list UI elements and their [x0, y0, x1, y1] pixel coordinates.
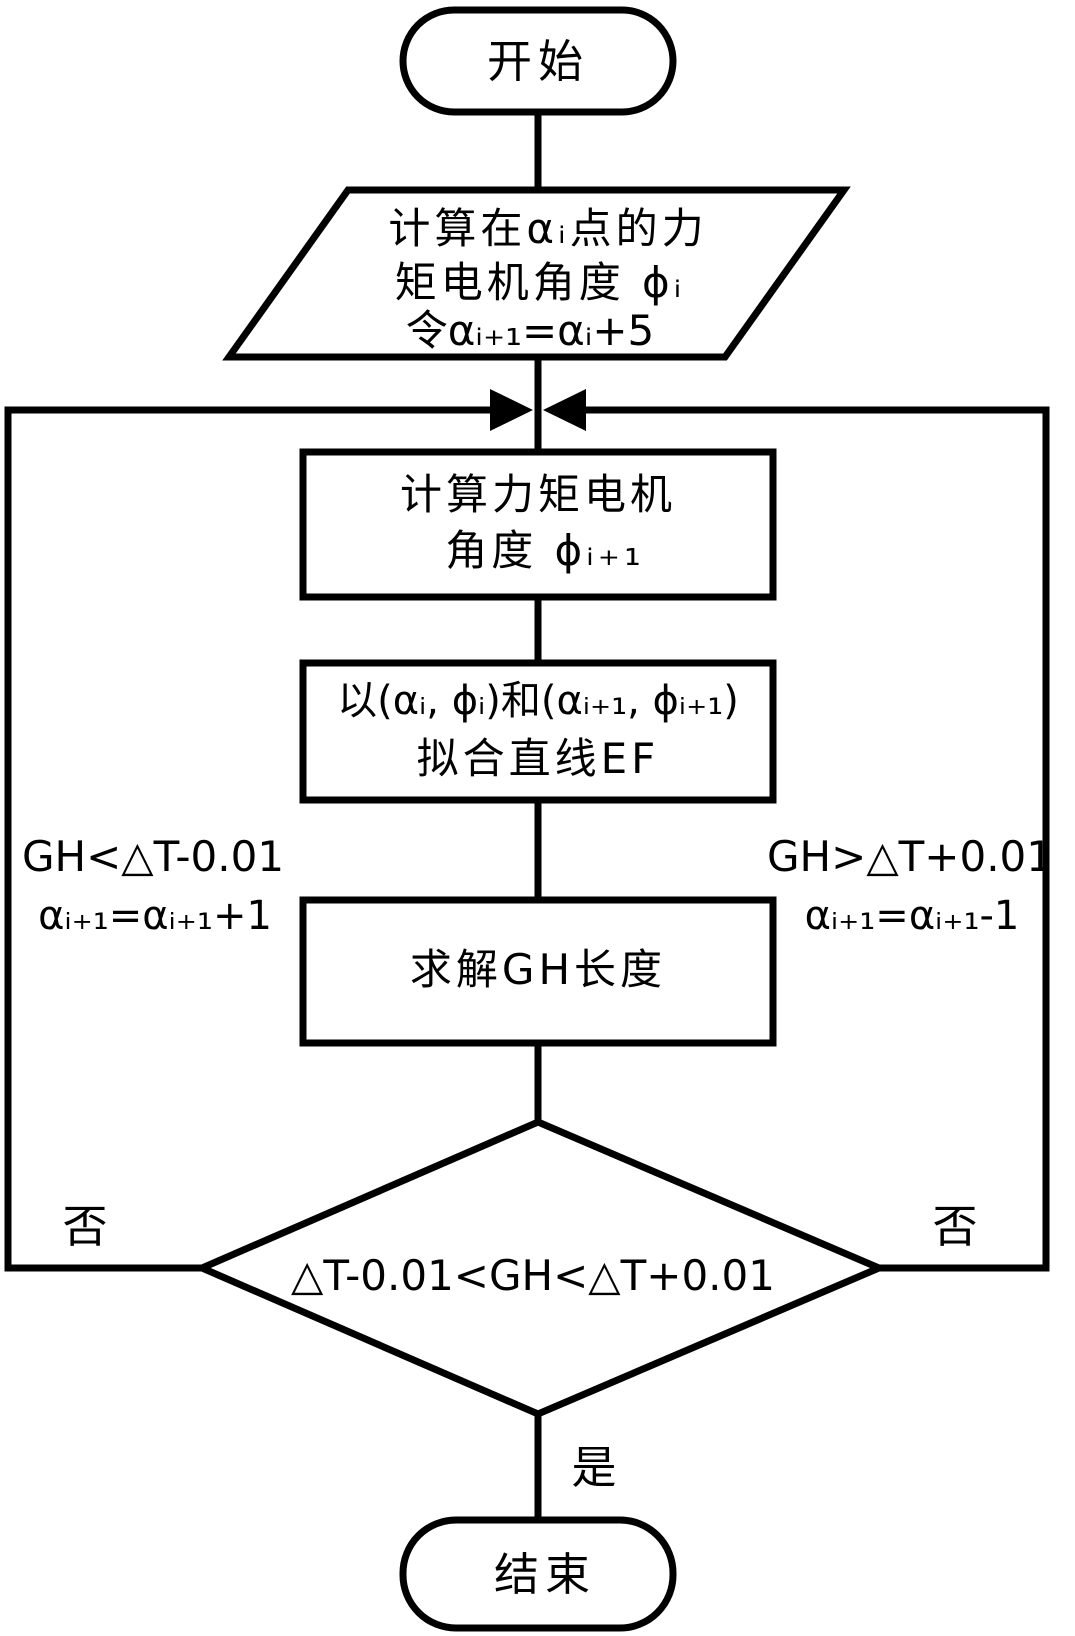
start-node-label: 开始 [486, 35, 590, 89]
input-node-line1: 计算在αᵢ点的力 [388, 203, 708, 253]
loop-right-feedback-line [586, 406, 1050, 1272]
end-node-label: 结束 [493, 1548, 597, 1602]
edge-label-no-right: 否 [932, 1200, 978, 1254]
right-branch-action: αᵢ₊₁=αᵢ₊₁-1 [804, 893, 1020, 939]
process2-line1: 以(αᵢ, ϕᵢ)和(αᵢ₊₁, ϕᵢ₊₁) [337, 678, 739, 724]
process1-line1: 计算力矩电机 [399, 469, 677, 519]
merge-arrowhead-right-icon [543, 389, 586, 431]
end-terminator-shape [399, 1516, 677, 1632]
edge-label-yes: 是 [571, 1441, 617, 1495]
input-node-line2: 矩电机角度 ϕᵢ [394, 257, 686, 307]
right-branch-condition: GH>△T+0.01 [767, 831, 1053, 881]
left-branch-action: αᵢ₊₁=αᵢ₊₁+1 [38, 893, 272, 939]
edge-label-no-left: 否 [62, 1200, 108, 1254]
merge-arrowhead-left-icon [490, 389, 533, 431]
process2-line2: 拟合直线EF [416, 733, 660, 783]
input-node-line3: 令αᵢ₊₁=αᵢ+5 [405, 305, 655, 355]
process3-line1: 求解GH长度 [409, 944, 667, 994]
decision-condition-label: △T-0.01<GH<△T+0.01 [291, 1250, 775, 1300]
input-parallelogram-shape [222, 186, 851, 361]
process1-line2: 角度 ϕᵢ₊₁ [445, 525, 645, 575]
left-branch-condition: GH<△T-0.01 [21, 831, 285, 881]
loop-left-feedback-line [4, 406, 490, 1272]
